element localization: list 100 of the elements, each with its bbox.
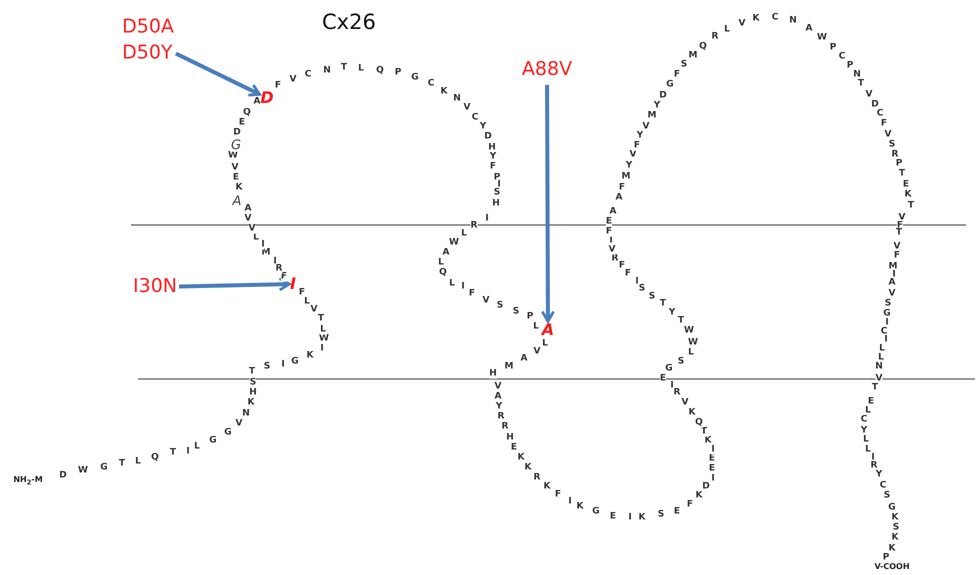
residue-label: T — [170, 448, 176, 458]
residue-label: F — [298, 288, 306, 298]
residue-label: E — [708, 464, 716, 474]
residue-label: L — [304, 298, 310, 306]
residue-label: E — [510, 444, 518, 452]
residue-label: L — [135, 458, 141, 466]
residue-label: I — [273, 258, 277, 266]
residue-label: S — [512, 308, 520, 316]
residue-label: N — [242, 410, 250, 418]
residue-label: L — [863, 436, 869, 444]
residue-label: Q — [439, 268, 447, 278]
residue-label: F — [618, 262, 626, 270]
residue-label: S — [264, 362, 270, 372]
residue-label: R — [534, 474, 540, 482]
residue-label: G — [888, 504, 896, 512]
residue-label: T — [118, 460, 126, 468]
residue-label: G — [100, 464, 108, 472]
residue-label: L — [533, 322, 539, 332]
residue-label: P — [830, 44, 836, 52]
residue-label: C — [428, 80, 434, 88]
residue-label: C — [880, 482, 886, 490]
residue-label: K — [704, 436, 712, 446]
residue-label: Y — [654, 102, 660, 110]
residue-label: T — [898, 170, 906, 178]
residue-label: M — [504, 362, 514, 372]
residue-label: R — [892, 150, 898, 160]
residue-label: Q — [151, 454, 159, 462]
residue-label: L — [724, 26, 730, 34]
residue-label: I — [186, 448, 190, 456]
residue-label: V — [494, 382, 502, 392]
residue-label: N — [323, 66, 331, 76]
residue-label: E — [238, 118, 246, 128]
residue-label: K — [524, 464, 532, 472]
residue-label: A — [616, 194, 622, 202]
residue-label: V — [866, 90, 872, 100]
residue-label: Y — [626, 162, 632, 170]
residue-label: W — [319, 334, 329, 344]
residue-label: M — [688, 52, 698, 60]
residue-label: A — [494, 392, 502, 402]
residue-label: I — [281, 360, 285, 370]
residue-label: E — [232, 174, 240, 182]
terminus-label: V-COOH — [874, 563, 910, 571]
residue-label: C — [876, 110, 884, 118]
residue-label: A — [610, 208, 616, 216]
residue-label: D — [702, 482, 710, 492]
arrow — [178, 277, 291, 292]
residue-label: E — [610, 512, 616, 522]
residue-label: T — [248, 368, 256, 376]
residue-label: V — [248, 224, 256, 234]
residue-label: R — [502, 422, 508, 432]
residue-label: L — [358, 64, 364, 74]
residue-label: P — [394, 68, 402, 78]
residue-label: D — [484, 132, 492, 142]
residue-label: Q — [699, 42, 707, 52]
residue-label: C — [304, 70, 312, 80]
residue-label: N — [789, 16, 797, 26]
arrow — [175, 52, 262, 97]
residue-label: R — [674, 388, 680, 398]
residue-label: C — [772, 14, 778, 22]
residue-label: G — [665, 364, 673, 374]
residue-label: C — [472, 114, 478, 122]
residue-label: L — [865, 406, 871, 416]
residue-label: T — [908, 202, 914, 210]
residue-label: F — [634, 142, 640, 150]
residue-label: P — [846, 62, 854, 70]
residue-label: S — [496, 302, 504, 310]
residue-label: S — [888, 140, 896, 150]
residue-label: L — [688, 348, 694, 358]
residue-label: V — [244, 214, 252, 224]
residue-label: V — [482, 296, 490, 306]
residue-label: I — [261, 240, 265, 250]
mutation-label: D50Y — [122, 40, 174, 65]
residue-label: S — [884, 492, 890, 500]
residue-label: K — [888, 544, 896, 554]
residue-label: Y — [876, 470, 882, 480]
residue-label: L — [878, 354, 884, 362]
residue-label: V — [534, 348, 540, 356]
residue-label: V — [310, 306, 318, 314]
residue-label: Q — [243, 108, 251, 118]
residue-label: N — [875, 362, 883, 372]
residue-label: G — [224, 428, 232, 438]
residue-label: L — [449, 280, 455, 288]
residue-label: A — [806, 24, 812, 34]
residue-label: V — [876, 374, 882, 384]
residue-label: I — [871, 454, 875, 462]
residue-label: W — [78, 466, 88, 476]
residue-label: I — [711, 474, 715, 484]
residue-label: P — [896, 160, 902, 168]
residue-label: S — [884, 300, 892, 308]
residue-label: F — [880, 120, 888, 128]
residue-label: V — [682, 398, 688, 408]
diagram-title: Cx26 — [322, 10, 376, 34]
residue-label: R — [498, 412, 504, 422]
residue-label: I — [568, 498, 572, 506]
residue-label: L — [865, 446, 871, 454]
residue-label: K — [544, 482, 550, 492]
residue-label: W — [817, 34, 827, 42]
residue-label: S — [678, 358, 684, 366]
residue-label: I — [892, 270, 896, 280]
residue-label: N — [453, 94, 461, 104]
